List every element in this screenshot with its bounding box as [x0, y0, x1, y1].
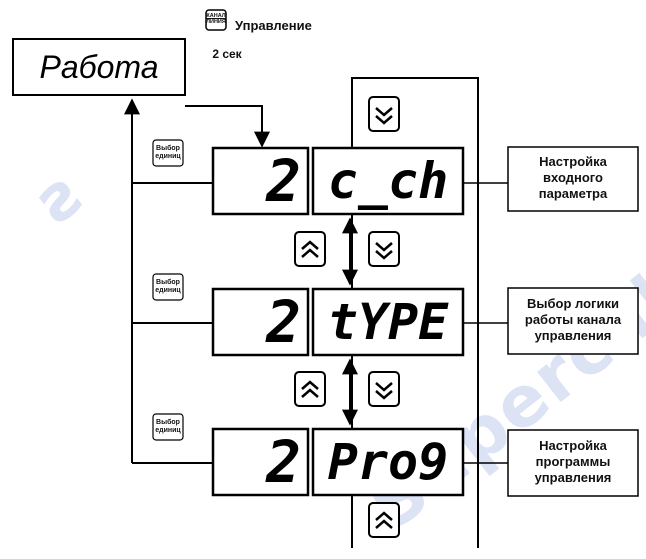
up-key-icon: [294, 231, 326, 267]
control-label: Управление: [235, 18, 312, 33]
down-key-icon: [368, 96, 400, 132]
desc-box-3: [507, 429, 639, 497]
unit-key-2: [152, 273, 184, 301]
display-row-3: [211, 427, 465, 497]
desc-box-1: [507, 146, 639, 212]
entry-arrow: [185, 105, 270, 148]
code-display-2: tYPE: [327, 293, 449, 351]
hold-time-label: 2 сек: [212, 47, 242, 61]
channel-digit-3: 2: [266, 428, 301, 496]
down-key-icon: [368, 231, 400, 267]
channel-line-key-label: КАНАЛ ЛИНИЯ: [206, 13, 226, 25]
display-row-2: [211, 287, 465, 357]
description-1: Настройка входного параметра: [538, 154, 608, 201]
unit-key-3: [152, 413, 184, 441]
work-label: Работа: [39, 49, 159, 85]
unit-key-1: [152, 139, 184, 167]
description-2: Выбор логики работы канала управления: [524, 296, 622, 343]
desc-box-2: [507, 287, 639, 355]
work-box: [12, 38, 186, 96]
channel-digit-1: 2: [266, 147, 301, 215]
code-display-3: Pro9: [327, 433, 449, 491]
code-display-1: c_ch: [327, 152, 449, 210]
down-key-icon: [368, 371, 400, 407]
channel-digit-2: 2: [266, 288, 301, 356]
channel-line-key-icon: [205, 9, 227, 31]
description-3: Настройка программы управления: [534, 438, 612, 485]
display-row-1: [211, 146, 465, 216]
up-key-icon: [294, 371, 326, 407]
up-key-icon: [368, 502, 400, 538]
